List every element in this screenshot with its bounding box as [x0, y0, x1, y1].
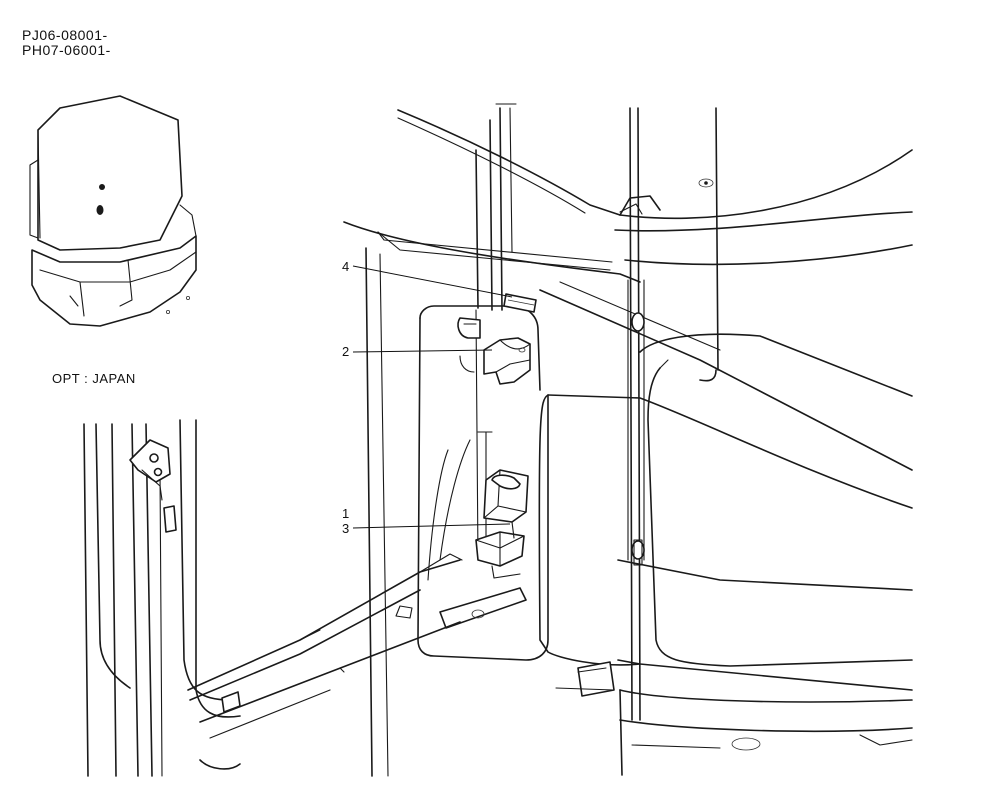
option-label: OPT : JAPAN	[52, 371, 136, 386]
callout-number-2: 2	[342, 344, 349, 359]
part-2-clip	[457, 317, 531, 385]
left-door-frame	[83, 419, 471, 777]
callout-3: 3	[342, 521, 511, 536]
callout-1: 1	[342, 506, 349, 521]
part-1-3-holder	[475, 469, 529, 579]
callout-number-4: 4	[342, 259, 349, 274]
part-4-pad	[503, 293, 537, 313]
serial-range-2: PH07-06001-	[22, 42, 111, 58]
callout-4: 4	[342, 259, 513, 298]
callout-number-3: 3	[342, 521, 349, 536]
callout-2: 2	[342, 344, 493, 359]
cab-overview-inset	[29, 95, 197, 327]
callout-number-1: 1	[342, 506, 349, 521]
cab-interior-frame	[343, 103, 913, 777]
serial-range-1: PJ06-08001-	[22, 27, 108, 43]
